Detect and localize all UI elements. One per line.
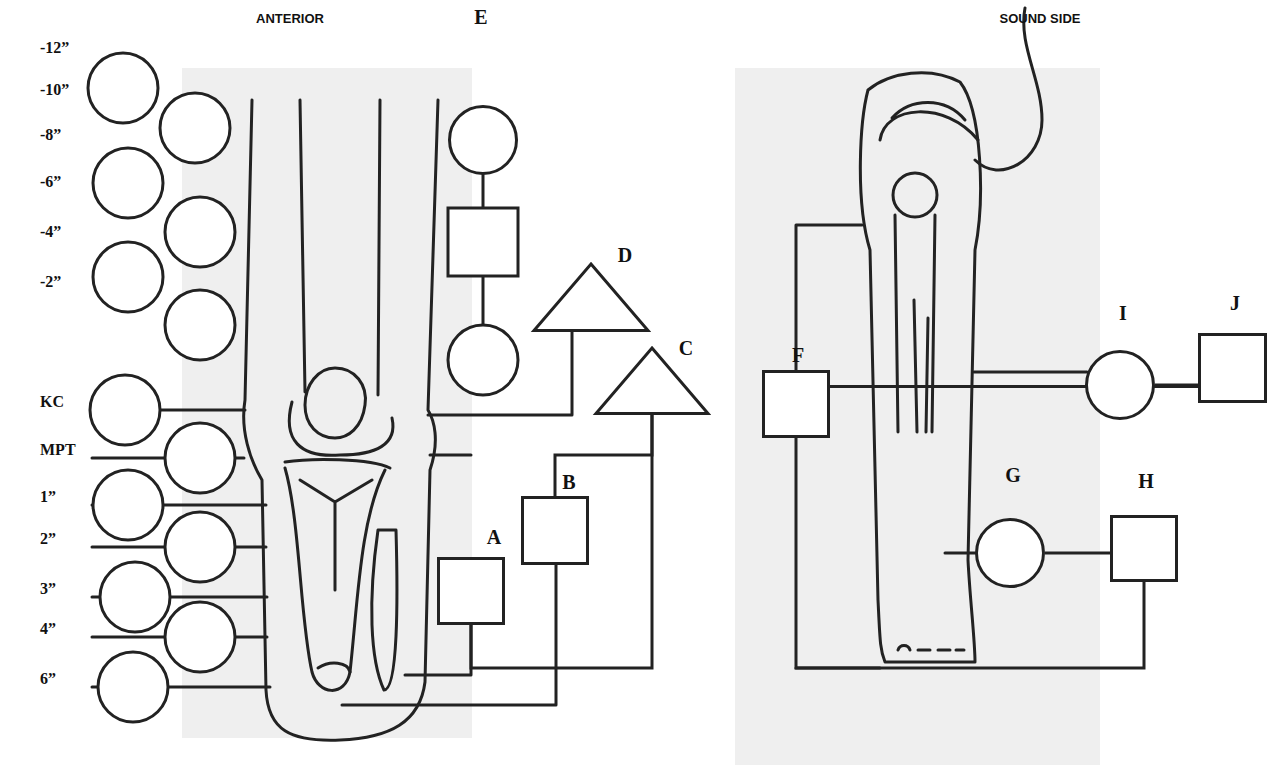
tibia — [285, 468, 385, 690]
measure-circle — [90, 375, 160, 445]
callout-letter: A — [487, 527, 501, 547]
dimension-label: 3” — [40, 581, 56, 597]
measure-circle: G — [975, 518, 1045, 588]
pelvis-lines — [880, 103, 978, 141]
measure-box: F — [762, 370, 830, 438]
dimension-label: -4” — [40, 224, 61, 240]
sound-fibula — [914, 300, 928, 432]
measure-circle — [165, 290, 235, 360]
leader-line — [945, 552, 975, 555]
dimension-label: -12” — [40, 40, 69, 56]
leader-line — [430, 454, 471, 457]
connector-line — [471, 415, 652, 668]
callout-letter: C — [679, 338, 693, 358]
dimension-label: -6” — [40, 174, 61, 190]
dimension-label: -2” — [40, 274, 61, 290]
hip-outline — [975, 8, 1042, 170]
measure-circle — [100, 562, 170, 632]
callout-letter: E — [474, 7, 487, 27]
measure-circle — [160, 93, 230, 163]
dimension-label: -10” — [40, 82, 69, 98]
view-title: SOUND SIDE — [1000, 12, 1081, 25]
patella — [305, 368, 365, 438]
limb-outline — [244, 100, 438, 740]
measure-box — [448, 208, 518, 276]
callout-letter: H — [1138, 471, 1154, 491]
measure-circle — [93, 148, 163, 218]
dimension-label: 1” — [40, 489, 56, 505]
leader-line — [974, 371, 1087, 374]
toes — [898, 646, 964, 651]
sound-femur — [895, 215, 935, 432]
femur-lines — [300, 100, 380, 395]
callout-letter: D — [618, 245, 632, 265]
tibia-end — [318, 663, 350, 672]
measure-circle — [93, 242, 163, 312]
right-panel — [735, 68, 1100, 765]
measure-circle — [88, 53, 158, 123]
callout-letter: F — [792, 345, 804, 365]
dimension-label: -8” — [40, 127, 61, 143]
measure-triangle: D — [532, 262, 650, 332]
callout-letter: G — [1005, 465, 1021, 485]
leader-line — [796, 225, 862, 370]
measure-circle — [165, 602, 235, 672]
measure-box: H — [1110, 515, 1178, 582]
femoral-head — [893, 173, 937, 217]
measure-circle — [98, 652, 168, 722]
dimension-label: KC — [40, 394, 64, 410]
triangle-outline — [532, 262, 650, 332]
view-title: ANTERIOR — [256, 12, 324, 25]
sound-limb-outline — [860, 73, 980, 662]
connector-line — [796, 438, 1144, 668]
measure-circle — [165, 197, 235, 267]
measure-circle — [448, 325, 518, 395]
connector-line — [1155, 384, 1198, 387]
measure-circle: E — [448, 105, 518, 175]
callout-letter: J — [1230, 293, 1240, 313]
tibia-ridge — [300, 480, 372, 590]
measure-circle: I — [1085, 350, 1155, 420]
connector-line — [1045, 552, 1110, 555]
callout-letter: B — [562, 472, 575, 492]
knee-condyles — [285, 402, 393, 468]
leader-line — [405, 625, 471, 675]
dimension-label: 2” — [40, 531, 56, 547]
measure-box: B — [521, 496, 589, 565]
measure-box: A — [437, 557, 505, 625]
measurement-line — [92, 410, 270, 687]
measure-circle — [93, 470, 163, 540]
fibula — [372, 530, 397, 690]
measure-circle — [165, 512, 235, 582]
measure-triangle: C — [594, 346, 710, 415]
dimension-label: MPT — [40, 442, 76, 458]
dimension-label: 4” — [40, 621, 56, 637]
measure-circle — [165, 423, 235, 493]
measure-box: J — [1198, 333, 1267, 403]
callout-letter: I — [1119, 303, 1127, 323]
dimension-label: 6” — [40, 671, 56, 687]
connector-line — [555, 415, 652, 496]
